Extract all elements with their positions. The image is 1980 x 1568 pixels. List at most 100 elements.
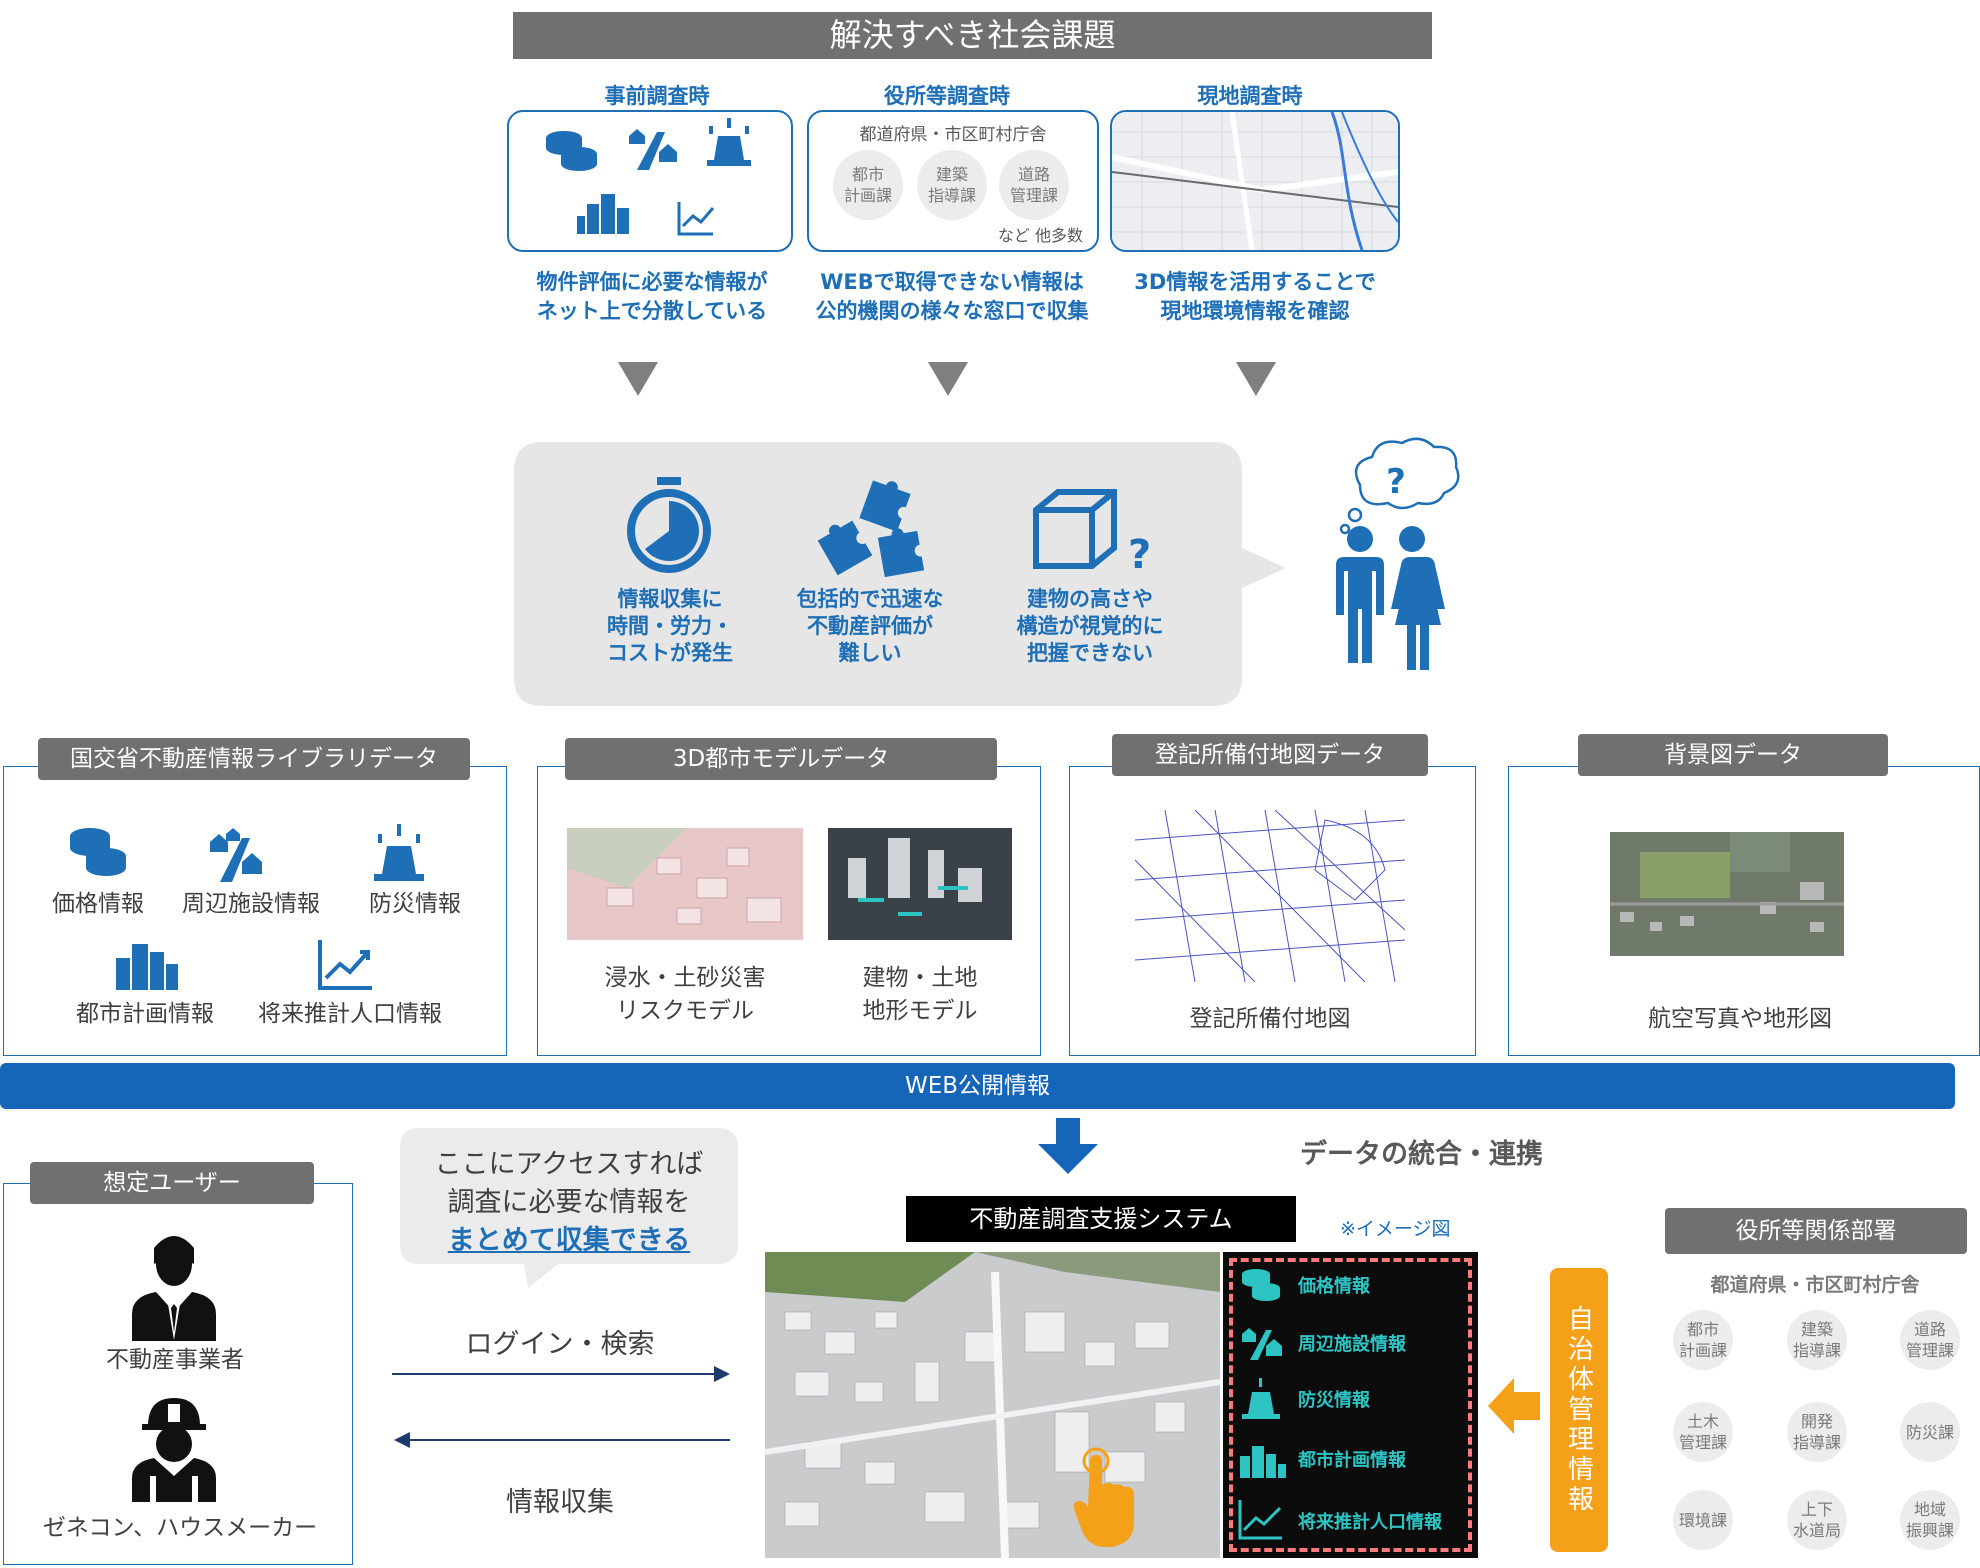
couple-thinking-icon: ? — [1336, 437, 1460, 670]
buildings-icon — [1240, 1446, 1286, 1478]
flood-risk-model-label: 浸水・土砂災害 リスクモデル — [604, 965, 766, 1024]
pre-survey-icons — [546, 118, 751, 236]
coins-icon — [70, 828, 126, 876]
road-houses-icon — [1242, 1328, 1282, 1360]
dept-item-5: 開発 指導課 — [1787, 1402, 1847, 1462]
panel-mlit-title: 国交省不動産情報ライブラリデータ — [38, 738, 470, 780]
chart-up-icon — [677, 202, 715, 236]
menu-facility-info[interactable]: 周辺施設情報 — [1298, 1334, 1406, 1355]
panel-registry-title: 登記所備付地図データ — [1112, 734, 1428, 776]
web-public-info-bar: WEB公開情報 — [0, 1063, 1955, 1109]
target-users-title: 想定ユーザー — [30, 1162, 314, 1204]
problem-cost: 情報収集に 時間・労力・ コストが発生 — [607, 587, 733, 665]
dept-building-guidance: 建築 指導課 — [917, 150, 987, 220]
dept-road-management: 道路 管理課 — [999, 150, 1069, 220]
menu-price-info[interactable]: 価格情報 — [1298, 1276, 1370, 1297]
office-label: 都道府県・市区町村庁舎 — [859, 125, 1047, 145]
dept-item-9: 地域 振興課 — [1900, 1490, 1960, 1550]
card-title-office-survey: 役所等調査時 — [884, 84, 1010, 108]
road-houses-icon — [210, 828, 262, 882]
pre-survey-caption: 物件評価に必要な情報が ネット上で分散している — [536, 270, 768, 323]
user-real-estate-business: 不動産事業者 — [106, 1347, 244, 1373]
aerial-photo-image — [1610, 832, 1844, 956]
mlit-disaster-info: 防災情報 — [369, 891, 461, 917]
puzzle-icon — [817, 480, 925, 578]
pre-survey-card — [507, 110, 793, 252]
mlit-population-info: 将来推計人口情報 — [258, 1001, 442, 1027]
buildings-icon — [577, 194, 629, 234]
depts-office-label: 都道府県・市区町村庁舎 — [1710, 1274, 1920, 1296]
mlit-icons-row1 — [70, 824, 424, 882]
road-houses-icon — [629, 129, 677, 170]
mlit-icons-row2 — [116, 940, 372, 990]
system-title: 不動産調査支援システム — [906, 1196, 1296, 1242]
cube-question-icon: ? — [1033, 489, 1151, 578]
mlit-price-info: 価格情報 — [52, 891, 144, 917]
panel-background-title: 背景図データ — [1578, 734, 1888, 776]
gov-managed-info: 自治体管理情報 — [1550, 1268, 1608, 1552]
card-title-site-survey: 現地調査時 — [1197, 84, 1303, 108]
menu-dashed-border — [1229, 1258, 1472, 1552]
mlit-facility-info: 周辺施設情報 — [182, 891, 320, 917]
info-collect-label: 情報収集 — [506, 1487, 614, 1518]
panel-mlit-library — [3, 766, 507, 1056]
dept-item-4: 土木 管理課 — [1673, 1402, 1733, 1462]
building-terrain-model-image — [828, 828, 1012, 940]
depts-title: 役所等関係部署 — [1665, 1208, 1967, 1254]
dept-item-2: 建築 指導課 — [1787, 1310, 1847, 1370]
mlit-urban-plan-info: 都市計画情報 — [76, 1001, 214, 1027]
registry-map-image — [1135, 810, 1405, 982]
access-bubble — [400, 1128, 738, 1288]
site-survey-caption: 3D情報を活用することで 現地環境情報を確認 — [1134, 270, 1376, 323]
svg-text:?: ? — [1386, 462, 1406, 502]
image-note: ※イメージ図 — [1340, 1218, 1451, 1240]
section-title-bar: 解決すべき社会課題 — [513, 12, 1432, 59]
coins-icon — [546, 131, 597, 171]
chart-up-icon — [1238, 1500, 1282, 1540]
down-arrow-3 — [1236, 362, 1276, 396]
office-survey-card: 都道府県・市区町村庁舎 都市 計画課 建築 指導課 道路 管理課 など 他多数 — [807, 110, 1099, 252]
menu-urban-plan-info[interactable]: 都市計画情報 — [1298, 1450, 1406, 1471]
system-menu-icons — [1238, 1269, 1286, 1540]
buildings-icon — [116, 944, 178, 990]
dept-item-3: 道路 管理課 — [1900, 1310, 1960, 1370]
dept-item-7: 環境課 — [1673, 1490, 1733, 1550]
bubble-line-3: まとめて収集できる — [447, 1225, 691, 1256]
office-survey-caption: WEBで取得できない情報は 公的機関の様々な窓口で収集 — [815, 270, 1089, 323]
construction-worker-icon — [132, 1398, 216, 1502]
businessman-icon — [132, 1236, 216, 1341]
more-depts: など 他多数 — [997, 226, 1083, 245]
down-arrow-1 — [618, 362, 658, 396]
alarm-icon — [374, 824, 424, 881]
registry-map-label: 登記所備付地図 — [1189, 1006, 1351, 1032]
card-title-pre-survey: 事前調査時 — [604, 84, 710, 108]
panel-3d-city-title: 3D都市モデルデータ — [565, 738, 997, 780]
collect-arrow — [394, 1432, 730, 1448]
svg-text:?: ? — [1128, 532, 1151, 578]
dept-item-8: 上下 水道局 — [1787, 1490, 1847, 1550]
problem-visualization: 建物の高さや 構造が視覚的に 把握できない — [1016, 587, 1164, 665]
bubble-line-2: 調査に必要な情報を — [447, 1187, 691, 1218]
dept-item-1: 都市 計画課 — [1673, 1310, 1733, 1370]
menu-population-info[interactable]: 将来推計人口情報 — [1298, 1512, 1442, 1533]
hand-pointer-icon — [1073, 1447, 1134, 1547]
bubble-line-1: ここにアクセスすれば — [434, 1149, 704, 1180]
alarm-icon — [707, 118, 751, 166]
menu-disaster-info[interactable]: 防災情報 — [1298, 1390, 1370, 1411]
gov-managed-info-label: 自治体管理情報 — [1563, 1305, 1594, 1515]
dept-urban-planning: 都市 計画課 — [833, 150, 903, 220]
alarm-icon — [1242, 1378, 1280, 1419]
3d-city-screenshot — [765, 1252, 1220, 1558]
flood-risk-model-image — [567, 828, 803, 940]
problem-evaluation: 包括的で迅速な 不動産評価が 難しい — [796, 587, 944, 665]
chart-up-icon — [318, 940, 372, 990]
coins-icon — [1242, 1269, 1280, 1301]
street-map-thumbnail — [1112, 112, 1398, 250]
data-integration-label: データの統合・連携 — [1300, 1139, 1543, 1170]
gov-info-arrow — [1488, 1378, 1540, 1434]
stopwatch-icon — [627, 477, 711, 573]
down-arrow-2 — [928, 362, 968, 396]
aerial-photo-label: 航空写真や地形図 — [1648, 1006, 1832, 1032]
site-survey-card — [1110, 110, 1400, 252]
dept-item-6: 防災課 — [1900, 1402, 1960, 1462]
